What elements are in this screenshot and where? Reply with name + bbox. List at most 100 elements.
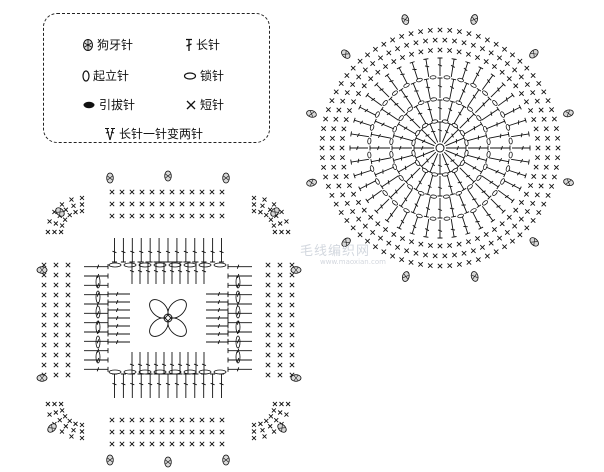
dc-mark [458, 81, 470, 102]
legend-dc2tog: 长针一针变两针 [104, 127, 203, 141]
legend-box: 狗牙针 长针 起立针 锁针 引拔针 短针 长针一针变两针 [43, 13, 270, 143]
chain-mark [235, 335, 241, 349]
sc-mark [513, 207, 519, 213]
sc-mark [368, 214, 374, 220]
sc-mark [169, 417, 175, 423]
dc-mark [512, 145, 531, 151]
sc-mark [289, 302, 295, 308]
chain-mark [415, 159, 421, 167]
dc-mark [464, 161, 484, 175]
dc-mark [445, 149, 466, 161]
dc-mark [461, 216, 471, 235]
sc-mark [53, 410, 59, 415]
sc-mark [323, 174, 329, 180]
sc-mark [109, 201, 115, 207]
sc-mark [57, 417, 63, 423]
sc-mark [189, 213, 195, 219]
sc-mark [432, 37, 438, 43]
sc-mark [41, 312, 47, 318]
sc-mark [549, 107, 555, 113]
sc-mark [53, 282, 59, 288]
dc-mark [497, 189, 515, 204]
sc-mark [277, 312, 283, 318]
sc-mark [533, 126, 539, 132]
sc-mark [383, 226, 389, 233]
sc-mark [346, 107, 352, 114]
dc-mark [370, 157, 392, 165]
sc-mark [69, 197, 74, 202]
dc-mark [488, 157, 510, 165]
sc-mark [390, 253, 396, 259]
chain-mark [95, 305, 101, 319]
sc-mark [277, 342, 283, 348]
sc-mark [41, 362, 47, 368]
sc-mark [512, 67, 518, 73]
sc-mark [541, 89, 547, 95]
sc-mark [329, 145, 335, 151]
sc-mark [289, 342, 295, 348]
sc-mark [284, 412, 289, 417]
dc-mark [488, 131, 510, 139]
sc-mark [271, 202, 277, 207]
sc-mark [209, 189, 215, 195]
sc-mark [159, 429, 165, 435]
chain-mark [443, 216, 451, 221]
sc-mark [496, 55, 503, 61]
sc-mark [53, 332, 59, 338]
sc-mark [344, 217, 350, 223]
sc-mark [461, 250, 467, 256]
sc-mark [219, 213, 225, 219]
sc-mark [277, 272, 283, 278]
sc-mark [474, 236, 481, 242]
chain-mark [367, 151, 372, 159]
sc-mark [209, 201, 215, 207]
sc-mark [73, 209, 78, 215]
sc-mark [509, 238, 515, 244]
sc-mark [340, 98, 346, 104]
chain-mark [470, 82, 477, 88]
sc-mark [58, 401, 64, 407]
sc-mark [483, 59, 489, 65]
dc-mark [138, 238, 144, 263]
dc-mark [414, 149, 435, 161]
sc-mark [69, 434, 74, 439]
dc-mark [446, 145, 467, 151]
chain-mark [369, 124, 375, 131]
dc-mark [358, 104, 377, 116]
sc-mark [47, 219, 52, 224]
dc-mark [206, 323, 229, 329]
sc-mark [536, 80, 542, 86]
dc-mark [486, 118, 507, 130]
sc-mark [65, 292, 71, 298]
sc-mark [65, 322, 71, 328]
sc-mark [502, 244, 508, 250]
legend-sc: 短针 [185, 98, 224, 112]
chain-mark [500, 111, 506, 118]
sc-mark [279, 229, 284, 235]
sc-mark [523, 191, 529, 197]
chain-mark [198, 369, 212, 375]
picot-mark [306, 109, 317, 118]
sc-mark [277, 362, 283, 368]
sc-mark [265, 342, 271, 348]
dc-mark [398, 88, 413, 107]
sc-mark [219, 441, 225, 447]
sc-mark [447, 47, 453, 53]
sc-mark [336, 107, 342, 113]
sc-mark [447, 263, 453, 269]
sc-mark [466, 259, 472, 265]
dc-mark [508, 169, 527, 179]
dc-mark [472, 66, 484, 85]
sc-mark [129, 441, 135, 447]
dc-mark [84, 348, 109, 354]
sc-mark [45, 229, 51, 235]
dc-mark [147, 373, 153, 398]
dc-mark [481, 73, 496, 91]
sc-mark [484, 253, 490, 259]
dc-mark [425, 100, 434, 122]
chain-mark [430, 97, 437, 102]
chain-mark [398, 174, 404, 181]
dc-mark [350, 131, 369, 138]
chain-mark [123, 369, 137, 375]
sc-mark [271, 429, 277, 434]
